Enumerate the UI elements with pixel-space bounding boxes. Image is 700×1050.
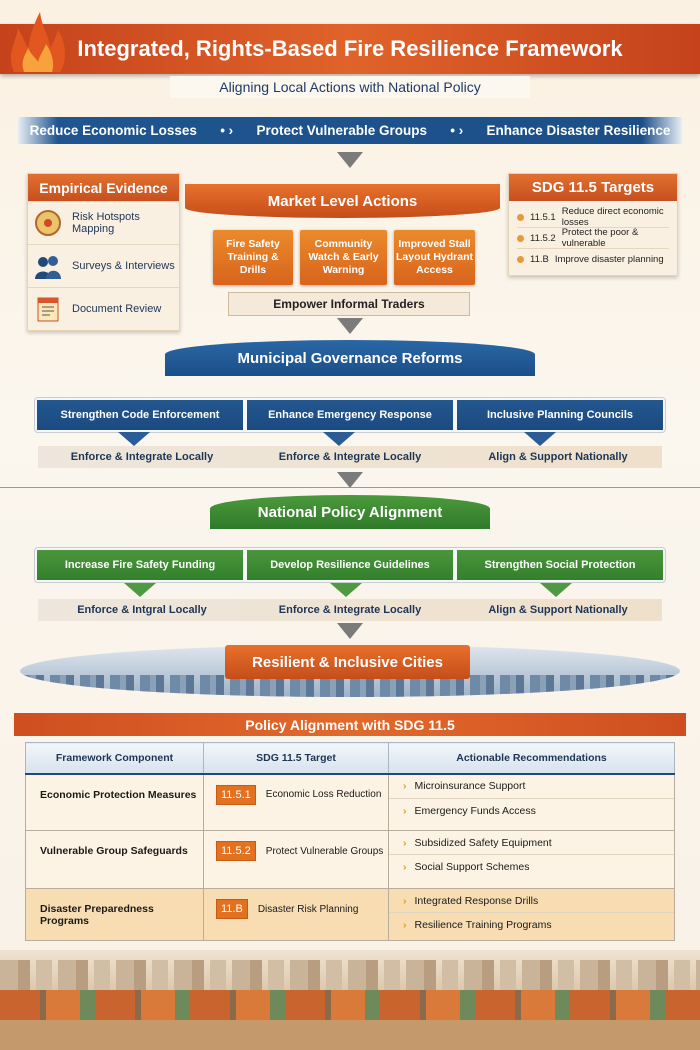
national-item: Increase Fire Safety Funding <box>37 550 243 580</box>
map-target-icon <box>35 210 61 236</box>
down-arrow-icon <box>337 318 363 334</box>
pointer-icon <box>323 432 355 446</box>
market-action: Improved Stall Layout Hydrant Access <box>394 230 475 285</box>
municipal-row: Strengthen Code Enforcement Enhance Emer… <box>34 397 666 433</box>
pointer-icon <box>524 432 556 446</box>
pointer-icon <box>330 583 362 597</box>
page-title: Integrated, Rights-Based Fire Resilience… <box>77 36 623 61</box>
goal-item: Protect Vulnerable Groups <box>256 123 427 138</box>
bullet-icon <box>517 256 524 263</box>
national-row: Increase Fire Safety Funding Develop Res… <box>34 547 666 583</box>
evidence-item: Surveys & Interviews <box>28 244 179 287</box>
pointer-icon <box>540 583 572 597</box>
down-arrow-icon <box>337 472 363 488</box>
evidence-item: Document Review <box>28 287 179 330</box>
policy-table-title: Policy Alignment with SDG 11.5 <box>14 713 686 736</box>
municipal-item: Strengthen Code Enforcement <box>37 400 243 430</box>
evidence-title: Empirical Evidence <box>28 174 179 201</box>
municipal-item: Enhance Emergency Response <box>247 400 453 430</box>
market-town-illustration <box>0 950 700 1050</box>
sdg-targets-title: SDG 11.5 Targets <box>509 174 677 201</box>
national-banner: National Policy Alignment <box>210 495 490 529</box>
flame-icon <box>6 8 70 74</box>
goals-band: Reduce Economic Losses• › Protect Vulner… <box>18 117 682 144</box>
bullet-icon <box>517 213 524 221</box>
people-icon <box>35 256 61 279</box>
evidence-panel: Empirical Evidence Risk Hotspots Mapping… <box>27 173 180 331</box>
bullet-icon <box>517 234 524 242</box>
market-banner: Market Level Actions <box>185 184 500 218</box>
empower-box: Empower Informal Traders <box>228 292 470 316</box>
document-icon <box>37 297 59 322</box>
market-action: Community Watch & Early Warning <box>300 230 387 285</box>
title-banner: Integrated, Rights-Based Fire Resilience… <box>0 24 700 74</box>
evidence-item: Risk Hotspots Mapping <box>28 201 179 244</box>
goal-item: Enhance Disaster Resilience <box>486 123 671 138</box>
goal-item: Reduce Economic Losses <box>29 123 197 138</box>
outcome-banner: Resilient & Inclusive Cities <box>225 645 470 679</box>
down-arrow-icon <box>337 623 363 639</box>
municipal-item: Inclusive Planning Councils <box>457 400 663 430</box>
national-item: Strengthen Social Protection <box>457 550 663 580</box>
market-action: Fire Safety Training & Drills <box>213 230 293 285</box>
pointer-icon <box>118 432 150 446</box>
pointer-icon <box>124 583 156 597</box>
municipal-banner: Municipal Governance Reforms <box>165 340 535 376</box>
national-item: Develop Resilience Guidelines <box>247 550 453 580</box>
down-arrow-icon <box>337 152 363 168</box>
subtitle: Aligning Local Actions with National Pol… <box>170 76 530 98</box>
